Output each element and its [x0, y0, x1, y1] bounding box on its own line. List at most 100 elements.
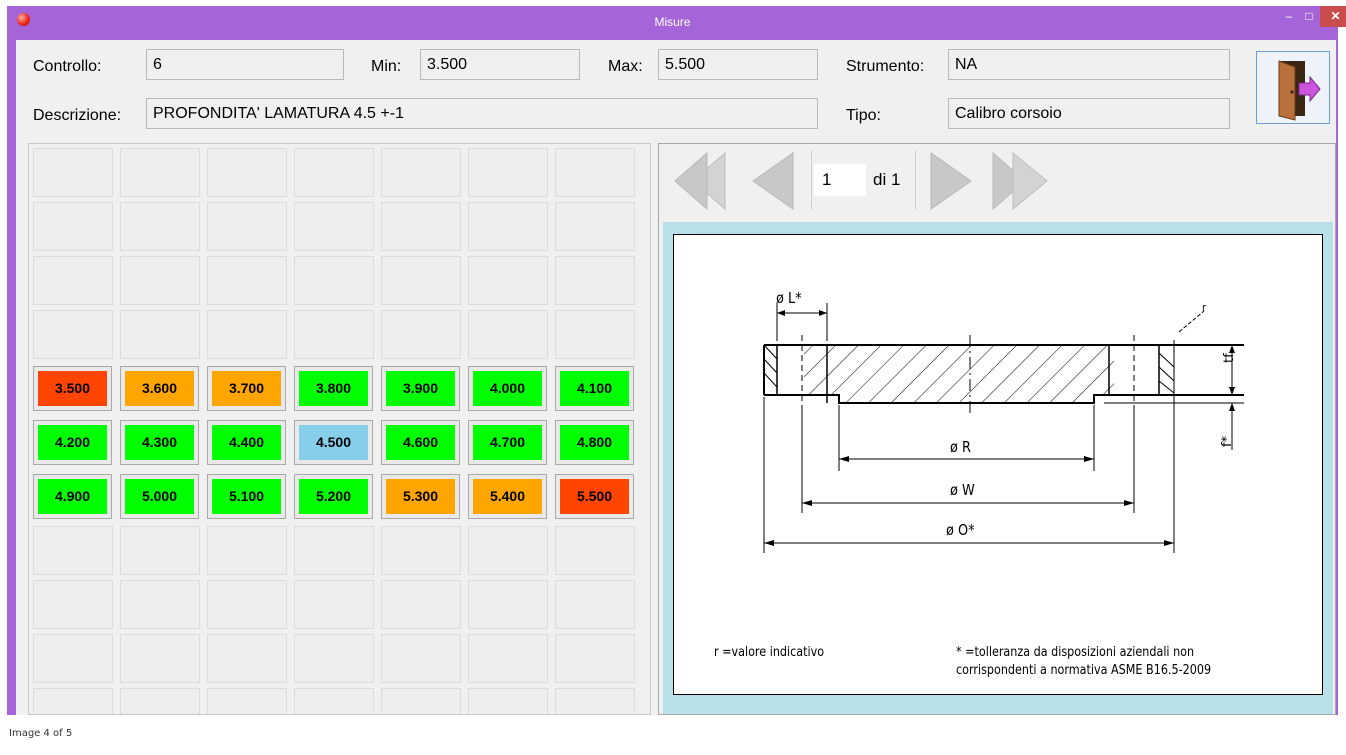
measure-button[interactable]: 3.500	[33, 366, 112, 411]
page-navigation-bar: 1 di 1	[659, 144, 1335, 220]
measure-button[interactable]: 3.600	[120, 366, 199, 411]
empty-measure-cell[interactable]	[468, 526, 548, 575]
empty-measure-cell[interactable]	[381, 634, 461, 683]
empty-measure-cell[interactable]	[381, 148, 461, 197]
empty-measure-cell[interactable]	[120, 148, 200, 197]
empty-measure-cell[interactable]	[33, 202, 113, 251]
app-icon[interactable]	[17, 13, 30, 26]
empty-measure-cell[interactable]	[555, 580, 635, 629]
empty-measure-cell[interactable]	[207, 580, 287, 629]
first-page-button[interactable]	[665, 148, 735, 219]
empty-measure-cell[interactable]	[33, 526, 113, 575]
measure-button[interactable]: 5.000	[120, 474, 199, 519]
empty-measure-cell[interactable]	[207, 202, 287, 251]
min-field[interactable]: 3.500	[420, 49, 580, 80]
minimize-button[interactable]: –	[1285, 9, 1293, 23]
measure-button[interactable]: 5.200	[294, 474, 373, 519]
measure-value: 3.700	[212, 371, 281, 406]
empty-measure-cell[interactable]	[555, 688, 635, 714]
empty-measure-cell[interactable]	[294, 310, 374, 359]
empty-measure-cell[interactable]	[33, 580, 113, 629]
maximize-button[interactable]: □	[1305, 9, 1313, 23]
measure-button[interactable]: 4.400	[207, 420, 286, 465]
empty-measure-cell[interactable]	[555, 202, 635, 251]
last-page-button[interactable]	[987, 148, 1059, 219]
empty-measure-cell[interactable]	[207, 688, 287, 714]
measure-button[interactable]: 4.500	[294, 420, 373, 465]
measure-button[interactable]: 5.300	[381, 474, 460, 519]
empty-measure-cell[interactable]	[294, 202, 374, 251]
descrizione-field[interactable]: PROFONDITA' LAMATURA 4.5 +-1	[146, 98, 818, 129]
empty-measure-cell[interactable]	[294, 526, 374, 575]
empty-measure-cell[interactable]	[468, 688, 548, 714]
empty-measure-cell[interactable]	[555, 148, 635, 197]
document-page-area[interactable]: ø L* r tf f* ø R ø W ø O* r =valore indi…	[663, 222, 1333, 714]
empty-measure-cell[interactable]	[207, 310, 287, 359]
empty-measure-cell[interactable]	[468, 202, 548, 251]
empty-measure-cell[interactable]	[294, 634, 374, 683]
previous-page-button[interactable]	[747, 148, 799, 219]
strumento-field[interactable]: NA	[948, 49, 1230, 80]
empty-measure-cell[interactable]	[555, 256, 635, 305]
empty-measure-cell[interactable]	[294, 256, 374, 305]
empty-measure-cell[interactable]	[33, 256, 113, 305]
measure-button[interactable]: 4.700	[468, 420, 547, 465]
empty-measure-cell[interactable]	[207, 526, 287, 575]
empty-measure-cell[interactable]	[33, 310, 113, 359]
page-number-field[interactable]: 1	[814, 164, 866, 196]
measure-button[interactable]: 4.000	[468, 366, 547, 411]
empty-measure-cell[interactable]	[555, 634, 635, 683]
empty-measure-cell[interactable]	[33, 688, 113, 714]
measure-button[interactable]: 4.100	[555, 366, 634, 411]
exit-button[interactable]	[1256, 51, 1330, 124]
max-field[interactable]: 5.500	[658, 49, 818, 80]
exit-door-icon	[1278, 60, 1321, 121]
empty-measure-cell[interactable]	[468, 256, 548, 305]
empty-measure-cell[interactable]	[468, 148, 548, 197]
measure-button[interactable]: 4.600	[381, 420, 460, 465]
tipo-field[interactable]: Calibro corsoio	[948, 98, 1230, 129]
measure-button[interactable]: 3.900	[381, 366, 460, 411]
measure-button[interactable]: 3.800	[294, 366, 373, 411]
empty-measure-cell[interactable]	[381, 688, 461, 714]
document-viewer: 1 di 1	[658, 143, 1336, 715]
empty-measure-cell[interactable]	[468, 580, 548, 629]
empty-measure-cell[interactable]	[120, 256, 200, 305]
empty-measure-cell[interactable]	[33, 148, 113, 197]
empty-measure-cell[interactable]	[381, 256, 461, 305]
empty-measure-cell[interactable]	[120, 202, 200, 251]
measure-button[interactable]: 5.100	[207, 474, 286, 519]
empty-measure-cell[interactable]	[381, 526, 461, 575]
next-page-button[interactable]	[925, 148, 977, 219]
empty-measure-cell[interactable]	[120, 634, 200, 683]
empty-measure-cell[interactable]	[555, 526, 635, 575]
empty-measure-cell[interactable]	[555, 310, 635, 359]
empty-measure-cell[interactable]	[381, 580, 461, 629]
empty-measure-cell[interactable]	[207, 148, 287, 197]
close-button[interactable]: ✕	[1320, 6, 1346, 27]
measure-button[interactable]: 3.700	[207, 366, 286, 411]
measure-button[interactable]: 5.400	[468, 474, 547, 519]
empty-measure-cell[interactable]	[120, 310, 200, 359]
empty-measure-cell[interactable]	[120, 688, 200, 714]
empty-measure-cell[interactable]	[120, 526, 200, 575]
measure-button[interactable]: 4.900	[33, 474, 112, 519]
empty-measure-cell[interactable]	[294, 580, 374, 629]
title-bar[interactable]: Misure – □ ✕	[7, 6, 1346, 36]
empty-measure-cell[interactable]	[381, 202, 461, 251]
measure-button[interactable]: 4.200	[33, 420, 112, 465]
empty-measure-cell[interactable]	[33, 634, 113, 683]
measure-button[interactable]: 5.500	[555, 474, 634, 519]
empty-measure-cell[interactable]	[207, 256, 287, 305]
empty-measure-cell[interactable]	[120, 580, 200, 629]
measure-button[interactable]: 4.300	[120, 420, 199, 465]
empty-measure-cell[interactable]	[294, 688, 374, 714]
empty-measure-cell[interactable]	[294, 148, 374, 197]
empty-measure-cell[interactable]	[207, 634, 287, 683]
measure-value: 5.500	[560, 479, 629, 514]
empty-measure-cell[interactable]	[468, 634, 548, 683]
empty-measure-cell[interactable]	[381, 310, 461, 359]
measure-button[interactable]: 4.800	[555, 420, 634, 465]
controllo-field[interactable]: 6	[146, 49, 344, 80]
empty-measure-cell[interactable]	[468, 310, 548, 359]
